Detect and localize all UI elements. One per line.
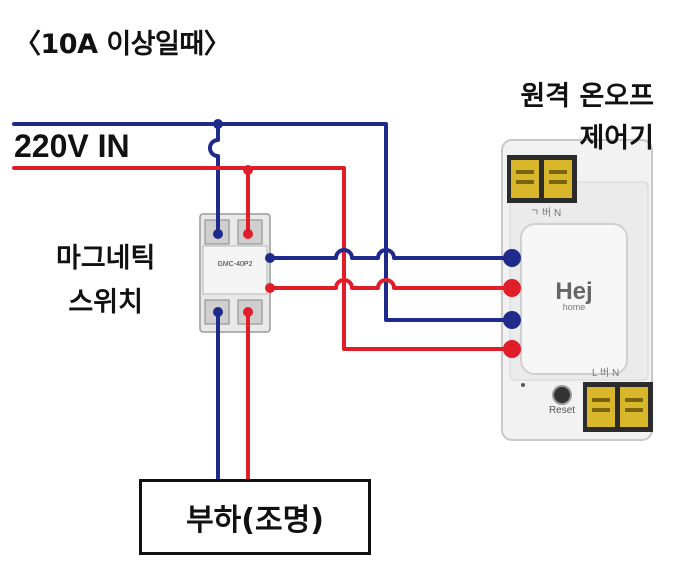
blue-control-wire	[266, 248, 514, 260]
blue-switch-feed-wire	[208, 122, 220, 234]
blue-input-wire	[12, 122, 514, 322]
brand-sub: home	[563, 302, 586, 312]
red-control-wire	[266, 278, 514, 290]
load-label: 부하(조명)	[186, 503, 324, 538]
load-box: 부하(조명)	[139, 479, 371, 555]
controller-title: 원격 온오프 제어기	[520, 76, 654, 160]
bottom-terminal-block	[583, 382, 653, 432]
wires	[12, 122, 514, 481]
reset-label: Reset	[549, 405, 575, 416]
top-terminal-label: ㄱ 버 N	[530, 207, 561, 219]
remote-controller: Reset ㄱ 버 N L 버 N Hej home	[501, 139, 653, 441]
brand-logo: Hej	[555, 278, 592, 305]
top-terminal-block	[507, 155, 577, 203]
controller-terminals	[503, 249, 521, 358]
input-label: 220V IN	[14, 128, 130, 164]
bottom-terminal-label: L 버 N	[592, 367, 619, 379]
controller-title-line1: 원격 온오프	[520, 81, 654, 112]
controller-title-line2: 제어기	[579, 123, 654, 154]
junction-dots	[213, 119, 275, 317]
magnetic-switch-title: 마그네틱 스위치	[56, 237, 155, 325]
magnetic-switch-body: GMC-40P2	[199, 213, 271, 333]
switch-model-label: GMC-40P2	[217, 261, 252, 268]
red-input-wire	[12, 166, 514, 351]
page-heading: 〈10A 이상일때〉	[14, 29, 231, 60]
magnetic-switch-title-line2: 스위치	[68, 287, 143, 318]
magnetic-switch-title-line1: 마그네틱	[56, 243, 156, 274]
reset-button-icon	[552, 385, 572, 405]
